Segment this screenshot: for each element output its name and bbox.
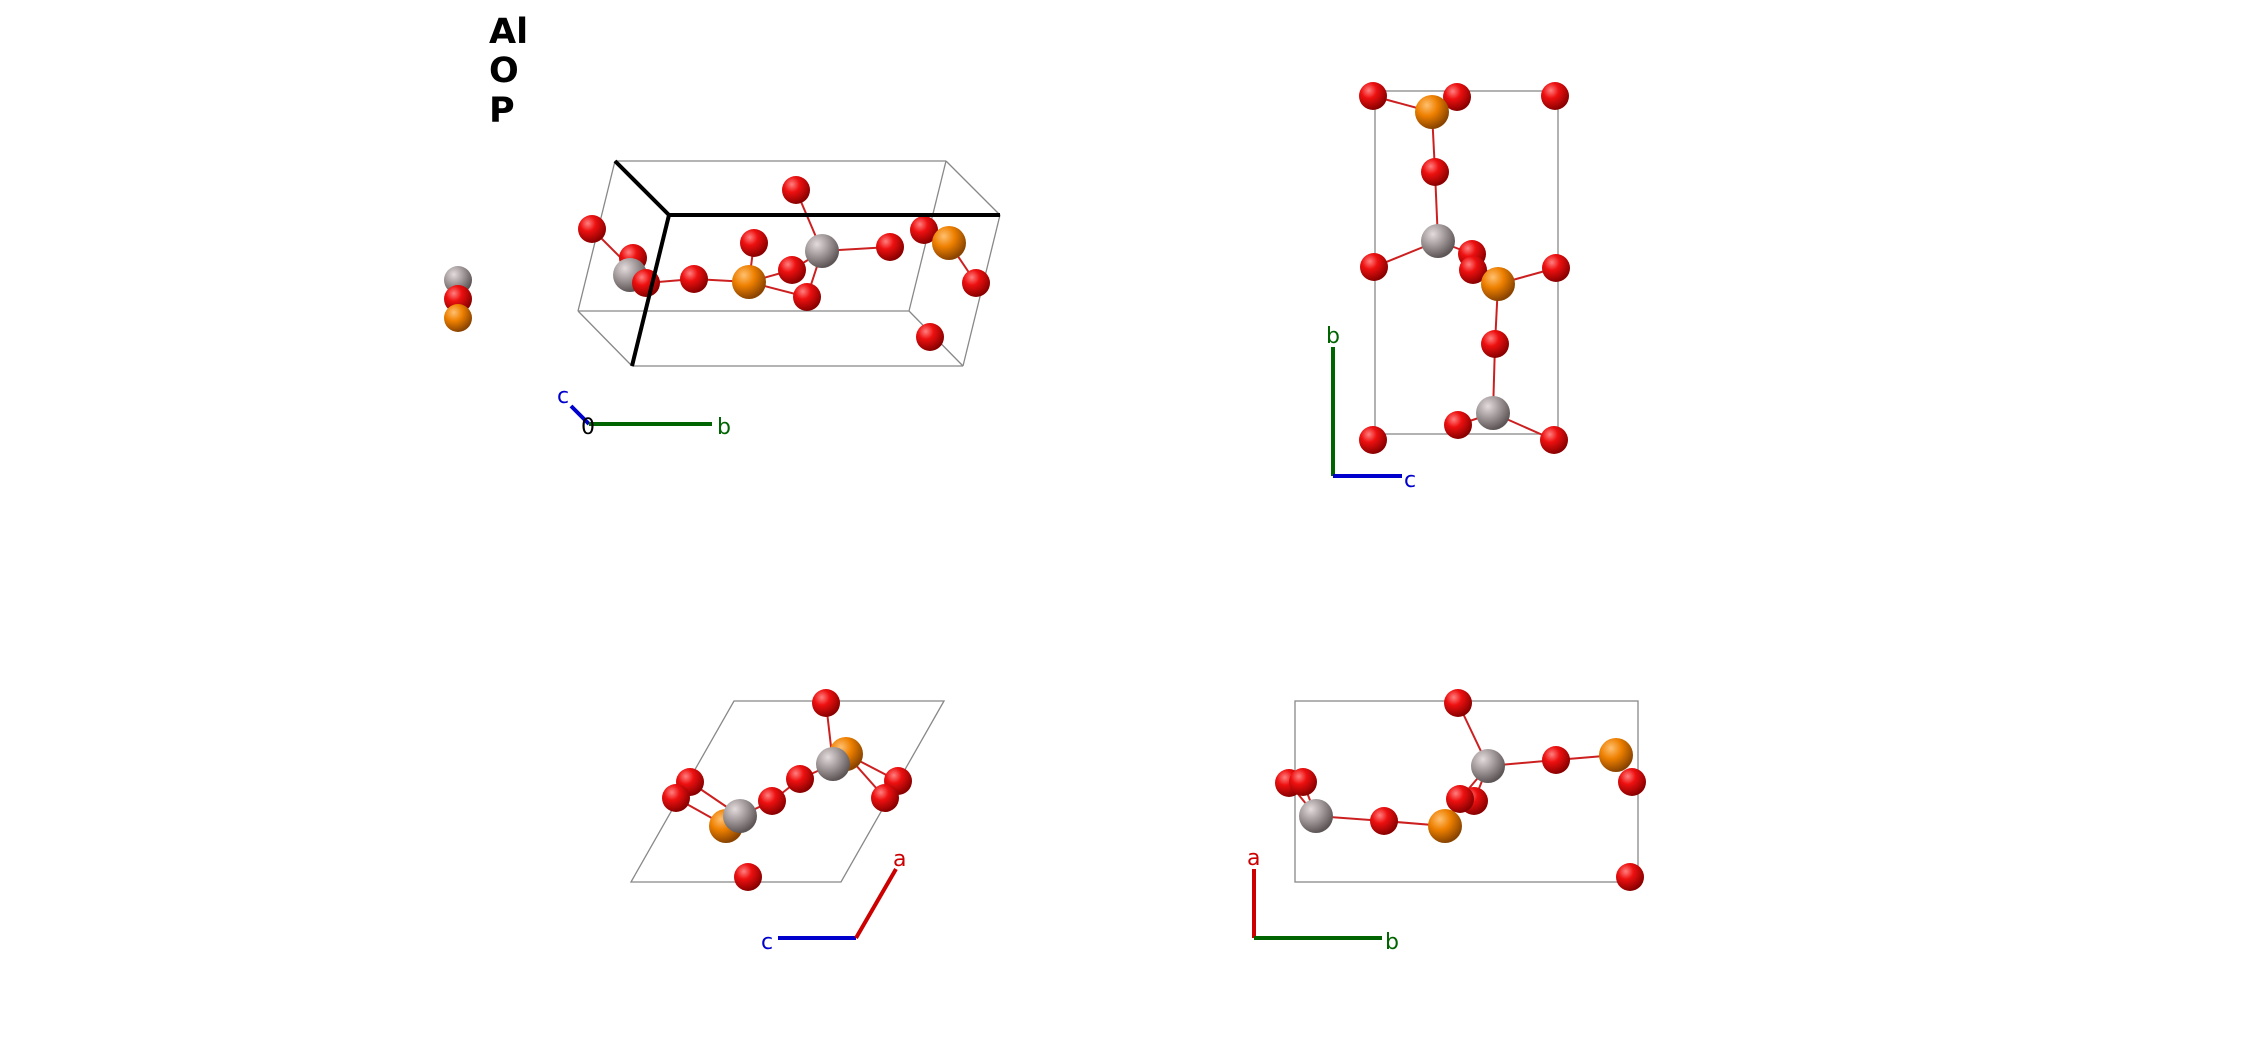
axis-triad: b c: [1326, 324, 1416, 493]
legend-item-o: O: [489, 51, 519, 91]
b-axis-label: b: [717, 415, 731, 440]
atom-o: [1359, 82, 1387, 110]
atom-o: [782, 176, 810, 204]
a-axis-label: a: [893, 847, 906, 872]
atom-o: [962, 269, 990, 297]
legend-item-al: Al: [489, 12, 528, 52]
atom-o: [1360, 253, 1388, 281]
atom-o: [910, 216, 938, 244]
atom-o: [734, 863, 762, 891]
origin-label: 0: [581, 415, 595, 440]
b-axis-label: b: [1385, 930, 1399, 955]
c-axis-line: [569, 404, 591, 426]
atom-al: [816, 747, 850, 781]
atom-o: [793, 283, 821, 311]
atom-o: [778, 256, 806, 284]
atom-o: [1616, 863, 1644, 891]
atoms: [1359, 82, 1570, 454]
atom-al: [1299, 799, 1333, 833]
atom-o: [1289, 768, 1317, 796]
c-axis-label: c: [1404, 468, 1416, 493]
atom-o: [1444, 689, 1472, 717]
atom-o: [876, 233, 904, 261]
view-bc-projection: b c: [1326, 82, 1570, 493]
atom-o: [1370, 807, 1398, 835]
perspective-view: c b 0: [557, 159, 1001, 440]
atom-o: [1618, 768, 1646, 796]
edge-atoms: [444, 266, 472, 332]
a-axis-line: [854, 867, 898, 940]
atom-al: [805, 234, 839, 268]
b-axis-label: b: [1326, 324, 1340, 349]
slice-plane-edges: [613, 159, 1000, 367]
atom-o: [578, 215, 606, 243]
atom-p: [1428, 809, 1462, 843]
bonds: [675, 702, 899, 827]
a-axis-label: a: [1247, 846, 1260, 871]
atoms: [1275, 689, 1646, 891]
atom-o: [1443, 83, 1471, 111]
atom-o: [1459, 256, 1487, 284]
atom-o: [1359, 426, 1387, 454]
atom-al: [1476, 396, 1510, 430]
unit-cell-outline: [577, 160, 1001, 367]
axis-triad: a b: [1247, 846, 1399, 955]
atom-o: [1444, 411, 1472, 439]
atoms: [578, 176, 990, 351]
atom-o: [758, 787, 786, 815]
atom-o: [740, 229, 768, 257]
atom-o: [662, 784, 690, 812]
atom-o: [812, 689, 840, 717]
atom-o: [871, 784, 899, 812]
atom-o: [1481, 330, 1509, 358]
atom-p: [932, 226, 966, 260]
atom-o: [1421, 158, 1449, 186]
unit-cell-outline: [629, 700, 946, 883]
view-ab-projection: a b: [1247, 689, 1646, 955]
atom-o: [1542, 254, 1570, 282]
atom-p: [732, 265, 766, 299]
atom-o: [1542, 746, 1570, 774]
axis-triad: c b 0: [557, 384, 731, 440]
atom-o: [916, 323, 944, 351]
atom-o: [1540, 426, 1568, 454]
atom-al: [723, 799, 757, 833]
atom-p: [1415, 95, 1449, 129]
c-axis-label: c: [761, 930, 773, 955]
element-legend: Al O P: [489, 12, 528, 131]
atom-al: [1421, 224, 1455, 258]
atom-p: [444, 304, 472, 332]
atoms: [662, 689, 912, 891]
axis-triad: c a: [761, 847, 906, 955]
atom-o: [1446, 785, 1474, 813]
atom-o: [1541, 82, 1569, 110]
view-ac-projection: c a: [629, 689, 946, 955]
legend-item-p: P: [489, 91, 515, 131]
atom-o: [680, 265, 708, 293]
c-axis-label: c: [557, 384, 569, 409]
atom-p: [1481, 267, 1515, 301]
atom-p: [1599, 738, 1633, 772]
atom-al: [1471, 749, 1505, 783]
atom-o: [786, 765, 814, 793]
